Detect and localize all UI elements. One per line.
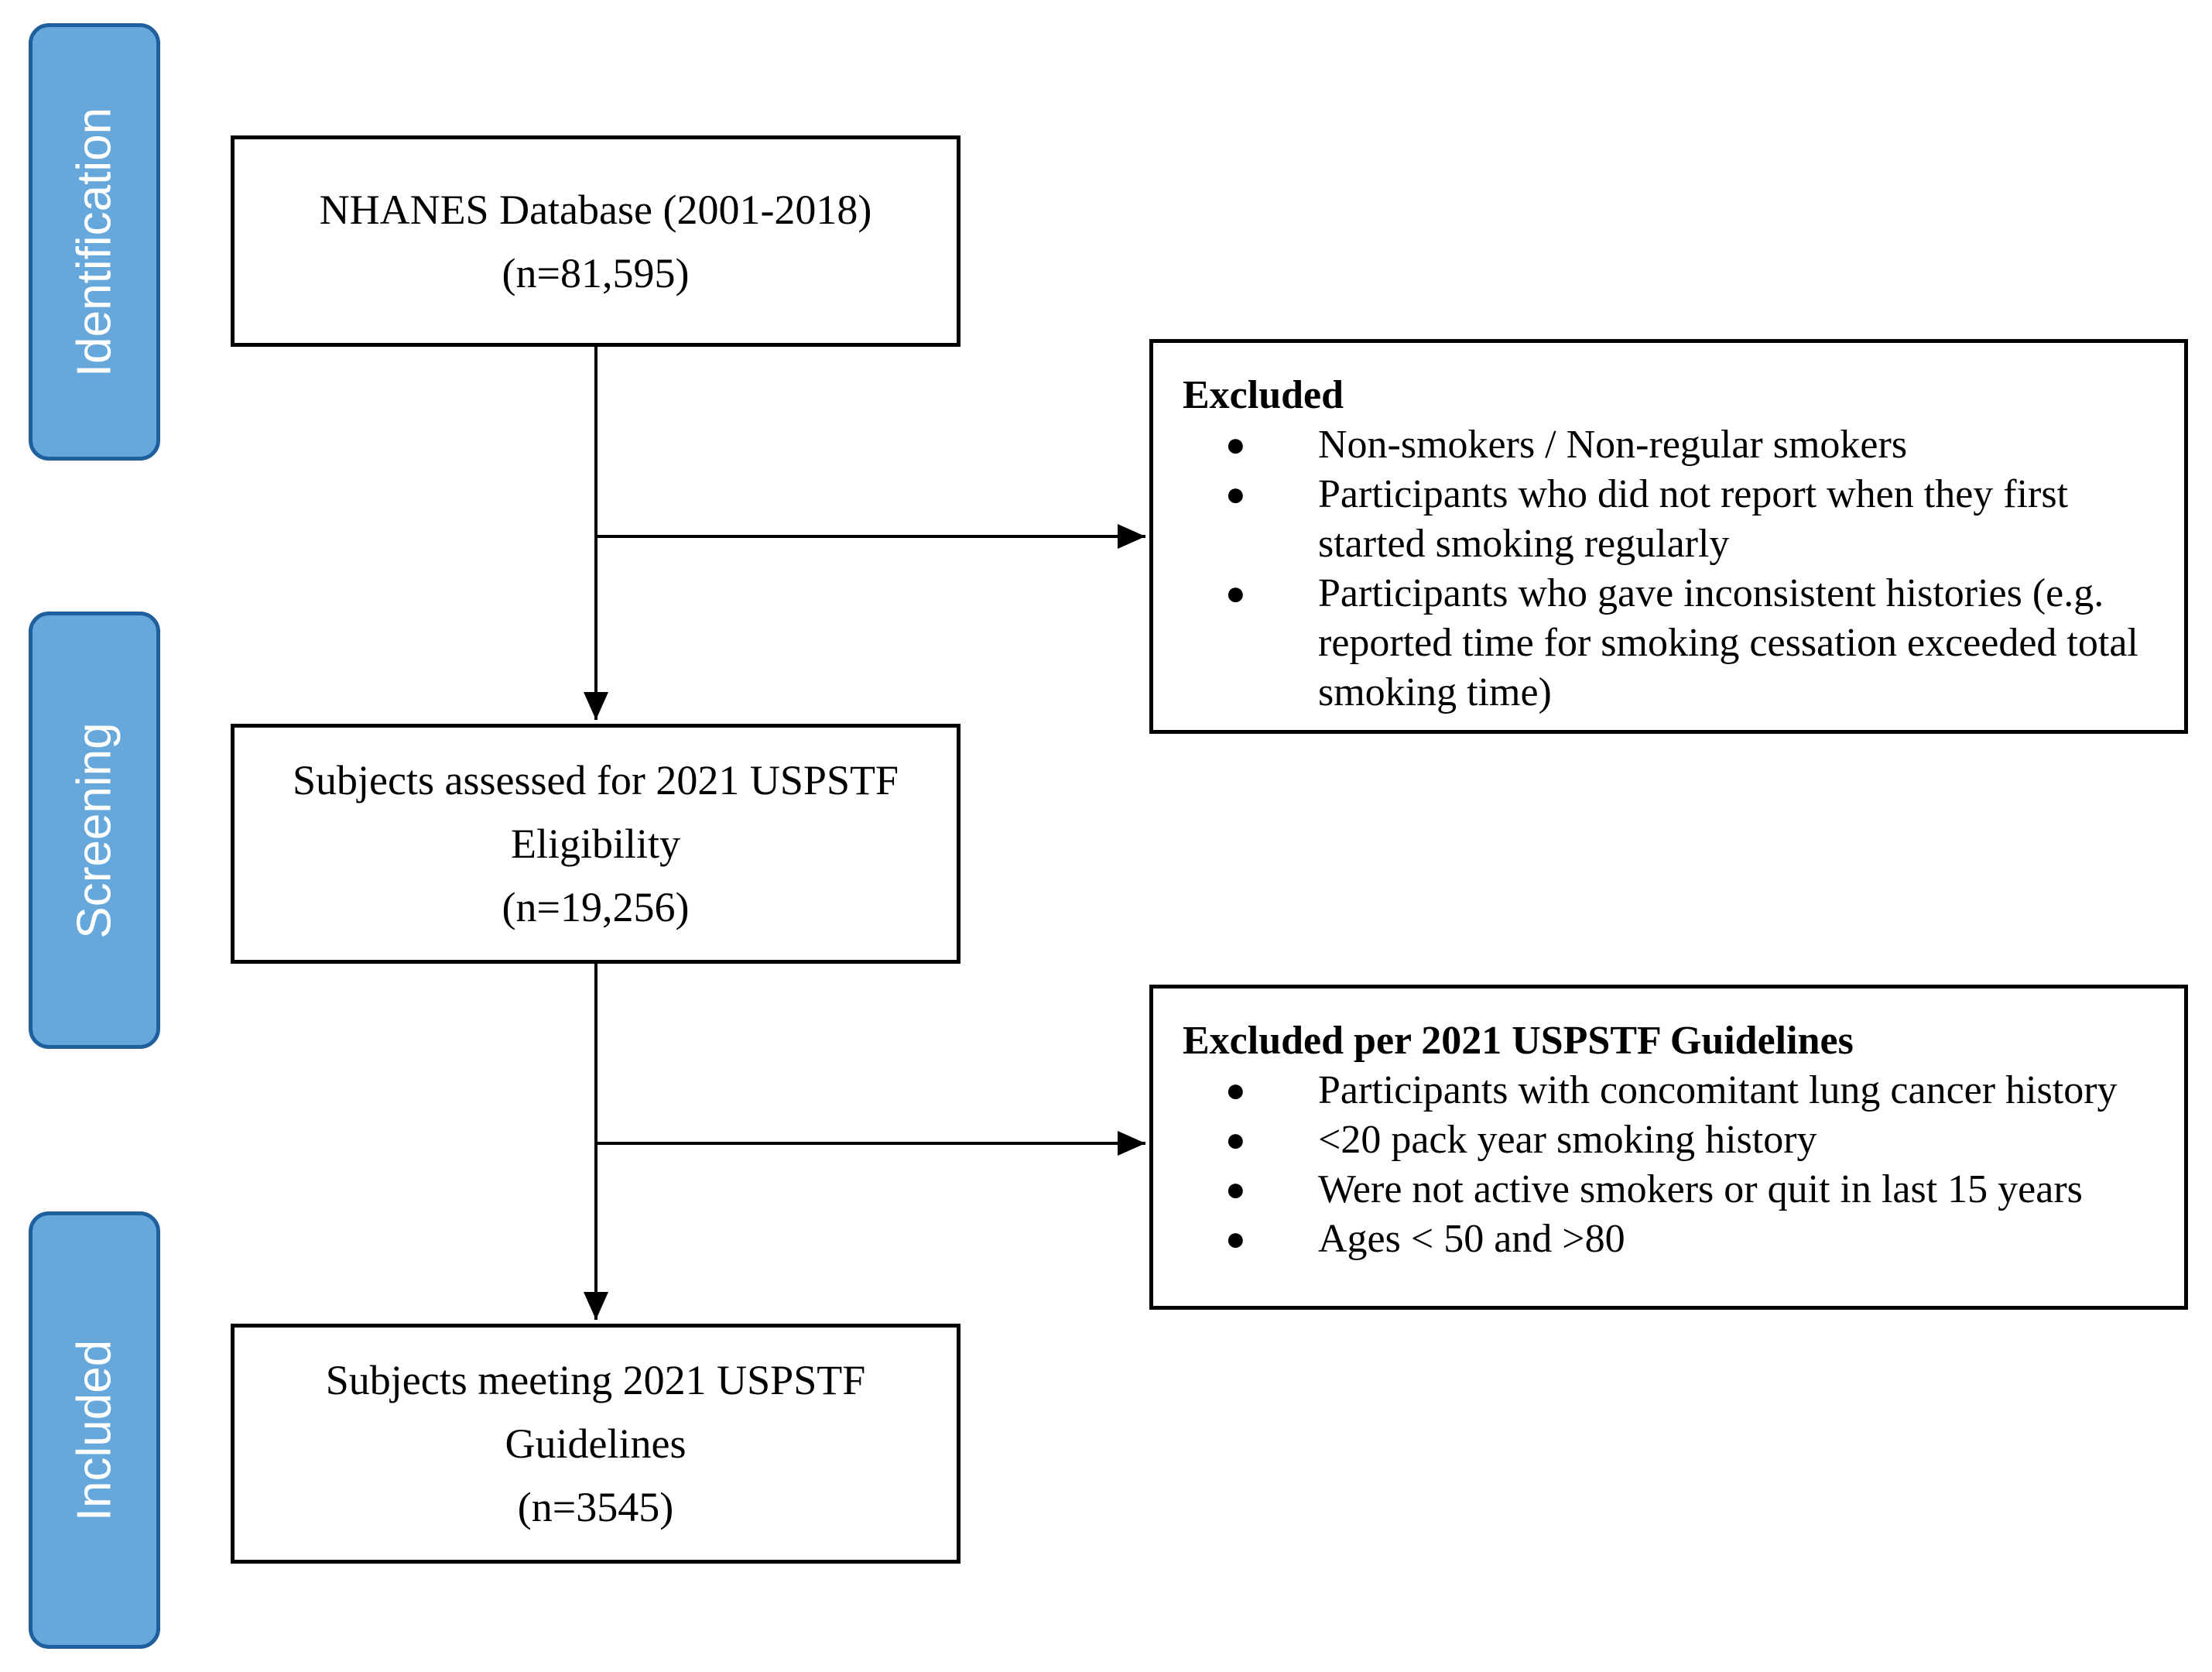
meeting-box: Subjects meeting 2021 USPSTF Guidelines … bbox=[231, 1324, 960, 1564]
bullet-icon: ● bbox=[1225, 1121, 1246, 1159]
nhanes-title: NHANES Database (2001-2018) bbox=[319, 186, 872, 233]
list-item: ●Were not active smokers or quit in last… bbox=[1183, 1165, 2184, 1215]
nhanes-count: (n=81,595) bbox=[502, 249, 690, 296]
list-item: ●Participants who did not report when th… bbox=[1183, 470, 2184, 569]
excluded-1-list: ●Non-smokers / Non-regular smokers ●Part… bbox=[1183, 420, 2184, 718]
assessed-title-line2: Eligibility bbox=[510, 821, 680, 867]
phase-included: Included bbox=[29, 1211, 160, 1649]
meeting-count: (n=3545) bbox=[517, 1484, 674, 1530]
meeting-title-line1: Subjects meeting 2021 USPSTF bbox=[325, 1357, 866, 1403]
bullet-icon: ● bbox=[1225, 1170, 1246, 1208]
list-item: ●Participants with concomitant lung canc… bbox=[1183, 1066, 2184, 1115]
assessed-box: Subjects assessed for 2021 USPSTF Eligib… bbox=[231, 724, 960, 964]
excluded-2-list: ●Participants with concomitant lung canc… bbox=[1183, 1066, 2184, 1264]
list-item: ●<20 pack year smoking history bbox=[1183, 1115, 2184, 1165]
phase-identification: Identification bbox=[29, 23, 160, 461]
bullet-icon: ● bbox=[1225, 426, 1246, 464]
assessed-count: (n=19,256) bbox=[502, 884, 690, 930]
meeting-title-line2: Guidelines bbox=[505, 1420, 687, 1467]
list-item: ●Non-smokers / Non-regular smokers bbox=[1183, 420, 2184, 470]
phase-screening: Screening bbox=[29, 612, 160, 1049]
bullet-icon: ● bbox=[1225, 475, 1246, 513]
nhanes-box: NHANES Database (2001-2018) (n=81,595) bbox=[231, 135, 960, 347]
excluded-box-1: Excluded ●Non-smokers / Non-regular smok… bbox=[1149, 339, 2188, 734]
excluded-2-title: Excluded per 2021 USPSTF Guidelines bbox=[1183, 1019, 1854, 1063]
list-item: ●Ages < 50 and >80 bbox=[1183, 1215, 2184, 1264]
excluded-1-title: Excluded bbox=[1183, 373, 1344, 417]
bullet-icon: ● bbox=[1225, 1220, 1246, 1258]
assessed-title-line1: Subjects assessed for 2021 USPSTF bbox=[292, 757, 899, 803]
list-item: ●Participants who gave inconsistent hist… bbox=[1183, 569, 2184, 718]
bullet-icon: ● bbox=[1225, 1071, 1246, 1109]
excluded-box-2: Excluded per 2021 USPSTF Guidelines ●Par… bbox=[1149, 985, 2188, 1310]
bullet-icon: ● bbox=[1225, 574, 1246, 612]
